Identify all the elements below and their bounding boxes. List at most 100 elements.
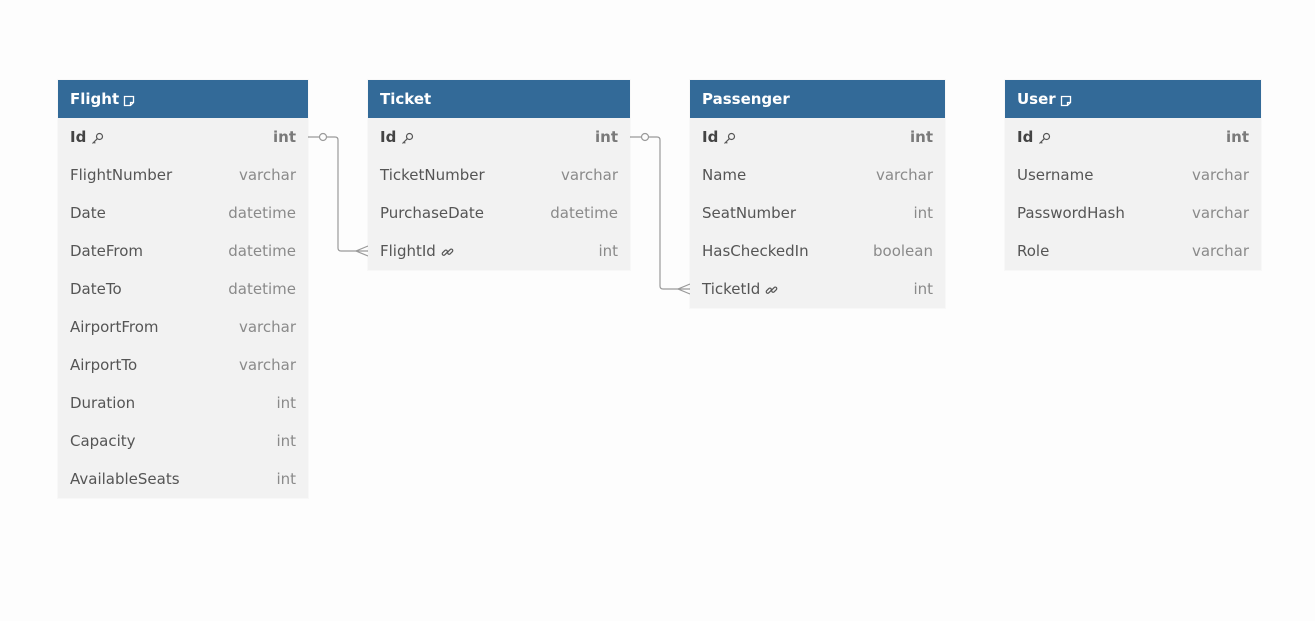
column-name-text: Capacity	[70, 432, 136, 450]
column-row[interactable]: DateTo datetime	[58, 270, 308, 308]
many-end-marker	[676, 283, 691, 295]
column-name-text: AirportFrom	[70, 318, 159, 336]
column-name-text: DateFrom	[70, 242, 144, 260]
many-end-marker	[354, 245, 369, 257]
column-type: int	[913, 204, 933, 222]
foreign-key-icon	[441, 245, 454, 258]
table-title: User	[1017, 90, 1056, 108]
column-type: varchar	[238, 356, 296, 374]
column-type: boolean	[873, 242, 933, 260]
column-type: int	[273, 128, 296, 146]
column-type: int	[595, 128, 618, 146]
table-header[interactable]: User	[1005, 80, 1261, 118]
column-type: varchar	[1191, 204, 1249, 222]
foreign-key-icon	[765, 283, 778, 296]
table-title: Passenger	[702, 90, 790, 108]
column-name-text: AvailableSeats	[70, 470, 180, 488]
one-end-marker	[640, 132, 650, 142]
column-name: DateFrom	[70, 242, 143, 260]
column-name: PasswordHash	[1017, 204, 1125, 222]
column-name-text: Id	[702, 128, 719, 146]
column-name: Name	[702, 166, 746, 184]
column-row[interactable]: Duration int	[58, 384, 308, 422]
note-icon[interactable]	[1060, 93, 1072, 107]
column-name: SeatNumber	[702, 204, 796, 222]
column-row[interactable]: Id int	[1005, 118, 1261, 156]
column-name-text: AirportTo	[70, 356, 138, 374]
column-name-text: Role	[1017, 242, 1050, 260]
table-title: Flight	[70, 90, 120, 108]
table-title: Ticket	[380, 90, 432, 108]
column-name: AirportTo	[70, 356, 137, 374]
column-row[interactable]: Id int	[58, 118, 308, 156]
column-type: datetime	[550, 204, 618, 222]
column-name-text: Duration	[70, 394, 136, 412]
column-row[interactable]: FlightId int	[368, 232, 630, 270]
column-name: Id	[1017, 128, 1051, 146]
relationship-connector[interactable]	[630, 132, 691, 295]
column-name: Id	[70, 128, 104, 146]
column-type: varchar	[1191, 242, 1249, 260]
column-row[interactable]: PasswordHash varchar	[1005, 194, 1261, 232]
column-name: PurchaseDate	[380, 204, 484, 222]
column-row[interactable]: AirportTo varchar	[58, 346, 308, 384]
relationship-connector[interactable]	[308, 132, 369, 257]
column-name-text: TicketNumber	[380, 166, 485, 184]
column-name: DateTo	[70, 280, 122, 298]
column-name-text: DateTo	[70, 280, 122, 298]
column-row[interactable]: Name varchar	[690, 156, 945, 194]
table-header[interactable]: Passenger	[690, 80, 945, 118]
column-type: varchar	[560, 166, 618, 184]
column-type: int	[276, 432, 296, 450]
column-type: int	[276, 394, 296, 412]
column-name: AirportFrom	[70, 318, 159, 336]
column-name: Username	[1017, 166, 1093, 184]
column-name-text: Id	[1017, 128, 1034, 146]
column-name: Date	[70, 204, 106, 222]
column-name-text: FlightNumber	[70, 166, 173, 184]
column-name: FlightNumber	[70, 166, 172, 184]
column-row[interactable]: TicketNumber varchar	[368, 156, 630, 194]
column-name-text: Username	[1017, 166, 1094, 184]
column-row[interactable]: Role varchar	[1005, 232, 1261, 270]
column-name: FlightId	[380, 242, 454, 260]
column-name-text: Date	[70, 204, 106, 222]
column-type: datetime	[228, 242, 296, 260]
column-name-text: Name	[702, 166, 747, 184]
column-row[interactable]: DateFrom datetime	[58, 232, 308, 270]
column-name-text: Id	[70, 128, 87, 146]
column-name-text: FlightId	[380, 242, 436, 260]
primary-key-icon	[723, 131, 736, 144]
column-type: int	[598, 242, 618, 260]
column-type: varchar	[875, 166, 933, 184]
column-type: varchar	[238, 318, 296, 336]
column-row[interactable]: AirportFrom varchar	[58, 308, 308, 346]
column-type: int	[1226, 128, 1249, 146]
column-name: Id	[702, 128, 736, 146]
column-row[interactable]: PurchaseDate datetime	[368, 194, 630, 232]
primary-key-icon	[401, 131, 414, 144]
column-name: TicketNumber	[380, 166, 485, 184]
column-row[interactable]: Id int	[368, 118, 630, 156]
column-row[interactable]: Capacity int	[58, 422, 308, 460]
table-header[interactable]: Flight	[58, 80, 308, 118]
note-icon[interactable]	[123, 93, 135, 107]
column-name: Duration	[70, 394, 135, 412]
column-row[interactable]: SeatNumber int	[690, 194, 945, 232]
column-name-text: Id	[380, 128, 397, 146]
column-type: datetime	[228, 280, 296, 298]
table-header[interactable]: Ticket	[368, 80, 630, 118]
column-name-text: PurchaseDate	[380, 204, 484, 222]
